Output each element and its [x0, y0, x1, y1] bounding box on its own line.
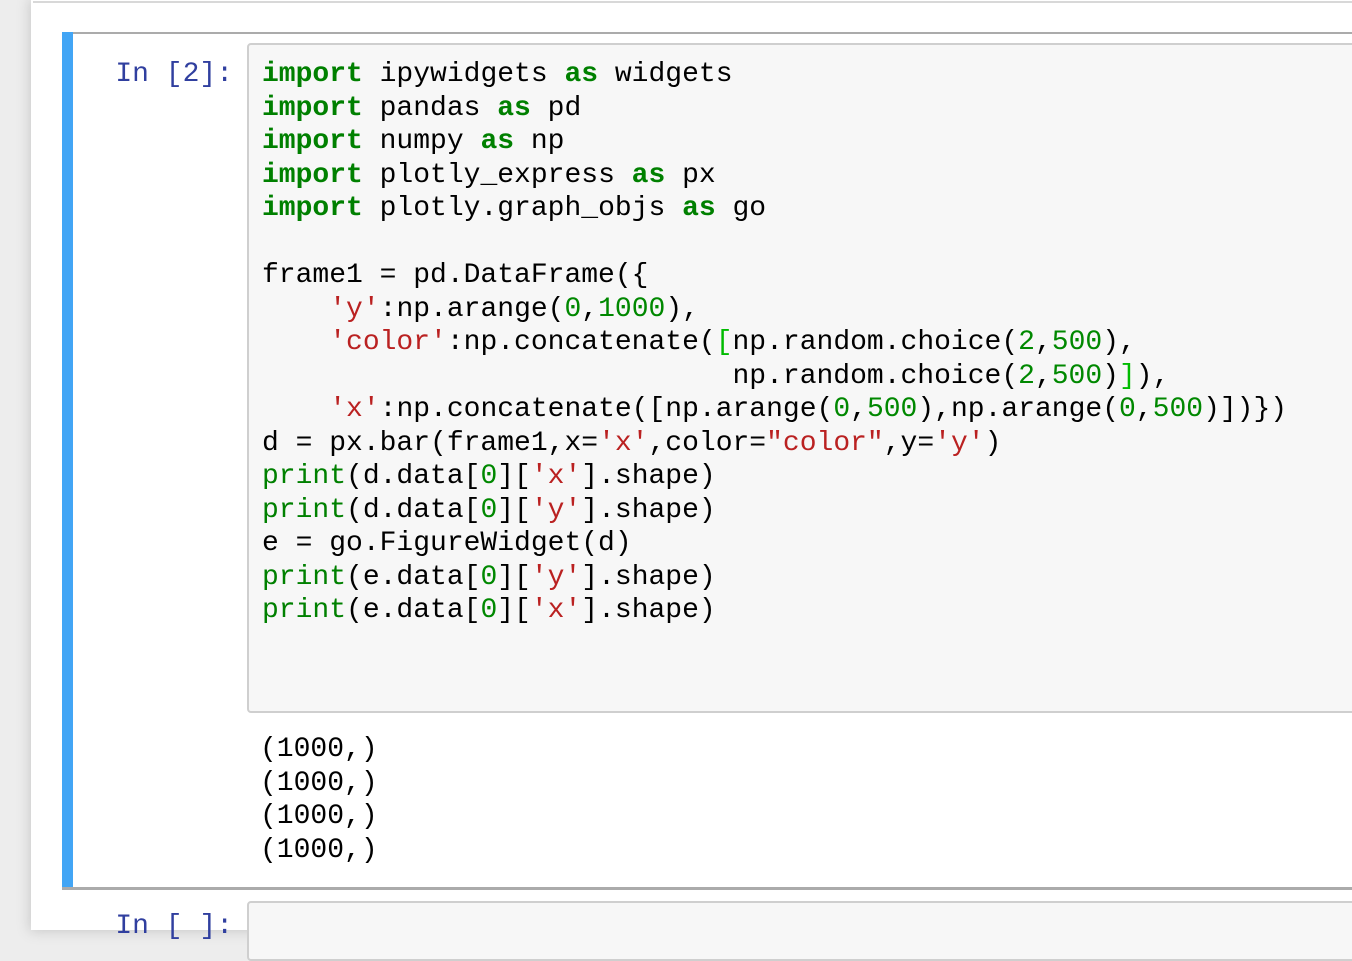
code-line: print(e.data[0]['x'].shape) [262, 595, 716, 626]
input-prompt: In [2]: [115, 59, 233, 90]
code-line: 'x':np.concatenate([np.arange(0,500),np.… [329, 394, 1288, 425]
code-line: frame1 = pd.DataFrame({ [262, 260, 649, 291]
code-line: import ipywidgets as widgets [262, 59, 733, 90]
output-line: (1000,) [260, 834, 378, 866]
code-line: 'color':np.concatenate([np.random.choice… [329, 327, 1136, 358]
cell-divider [33, 1, 1352, 3]
code-line [262, 226, 1352, 260]
code-line: import numpy as np [262, 126, 565, 157]
code-line [262, 661, 1352, 695]
code-line: np.random.choice(2,500)]), [262, 360, 1170, 392]
output-line: (1000,) [260, 767, 378, 799]
output-area: (1000,)(1000,)(1000,)(1000,) [260, 733, 378, 867]
code-line: print(d.data[0]['x'].shape) [262, 461, 716, 492]
output-line: (1000,) [260, 801, 378, 832]
code-editor[interactable] [247, 901, 1352, 961]
code-line: 'y':np.arange(0,1000), [329, 293, 699, 325]
code-line: import pandas as pd [262, 92, 582, 124]
selected-cell-indicator [62, 32, 73, 890]
code-line: print(e.data[0]['y'].shape) [262, 561, 716, 593]
input-prompt: In [ ]: [115, 911, 233, 942]
code-line: e = go.FigureWidget(d) [262, 528, 632, 559]
code-content [249, 903, 1352, 916]
output-line: (1000,) [260, 734, 378, 765]
code-line: d = px.bar(frame1,x='x',color="color",y=… [262, 427, 1002, 459]
code-line: print(d.data[0]['y'].shape) [262, 494, 716, 526]
code-line: import plotly_express as px [262, 159, 716, 191]
selected-cell-top-border [62, 32, 1352, 34]
code-line [262, 628, 1352, 662]
selected-cell-bottom-border [62, 887, 1352, 890]
code-line: import plotly.graph_objs as go [262, 193, 767, 224]
